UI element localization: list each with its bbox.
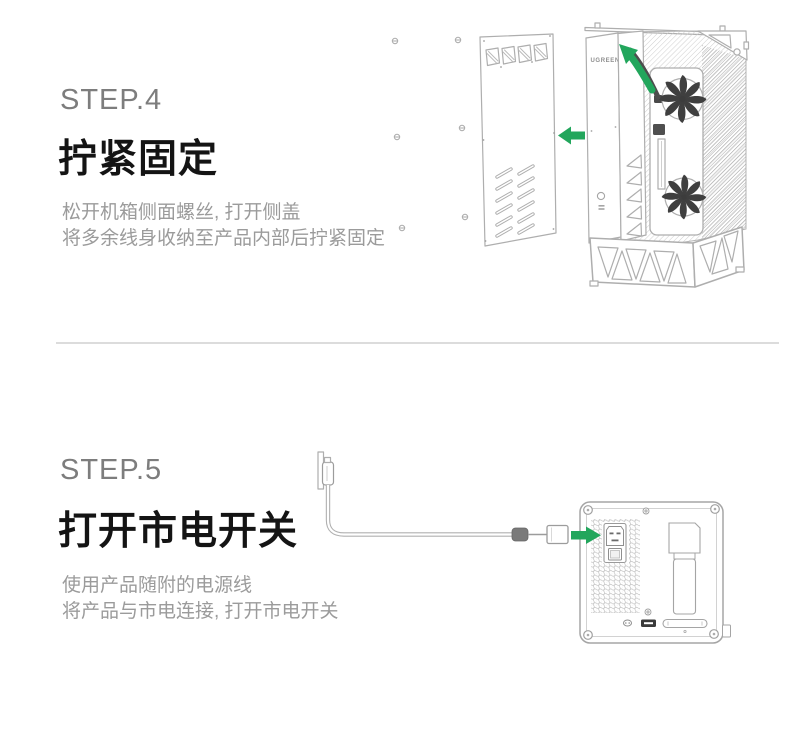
ferrite-bead xyxy=(511,527,529,542)
step-4-title: 拧紧固定 xyxy=(58,138,219,181)
panel-screws xyxy=(642,507,652,616)
power-connection-illustration xyxy=(317,451,731,644)
c7-port xyxy=(623,619,632,627)
side-panel-screw-holes xyxy=(482,35,555,242)
ugreen-logo-text: UGREEN xyxy=(591,58,620,64)
gpu-fan-top xyxy=(658,74,707,124)
tower-corner-bracket xyxy=(697,30,750,61)
side-panel xyxy=(479,33,557,247)
wall-outlet xyxy=(317,451,335,490)
power-cord xyxy=(325,485,569,545)
gpu-fan-bottom xyxy=(661,174,707,220)
side-panel-top-vents xyxy=(485,42,549,67)
step-5-label: STEP.5 xyxy=(60,454,163,486)
green-arrow-up-icon xyxy=(619,44,656,94)
corner-screws xyxy=(583,504,720,640)
step-4-description-line-2: 将多余线身收纳至产品内部后拧紧固定 xyxy=(62,228,386,249)
side-tab xyxy=(722,624,731,638)
section-divider xyxy=(56,342,779,344)
tower-stand xyxy=(589,226,745,288)
step-4-description-line-1: 松开机箱侧面螺丝, 打开侧盖 xyxy=(62,202,301,223)
green-arrow-left-icon xyxy=(558,126,585,145)
tower-heatsink-dark-fins xyxy=(702,45,746,239)
loose-screws-icon xyxy=(391,36,469,232)
side-panel-bottom-vents xyxy=(495,164,535,238)
case-assembly-illustration: UGREEN xyxy=(391,22,750,288)
step-5-title: 打开市电开关 xyxy=(58,510,299,553)
rear-panel xyxy=(579,501,731,644)
tower-front-panel: UGREEN xyxy=(585,32,622,244)
c13-connector xyxy=(546,524,569,545)
step-5-description: 使用产品随附的电源线 将产品与市电连接, 打开市电开关 xyxy=(62,573,339,625)
bottom-ports xyxy=(623,619,656,627)
tower-edge-vents xyxy=(617,30,647,242)
gpu-side-connector xyxy=(653,124,665,135)
step-5-description-line-2: 将产品与市电连接, 打开市电开关 xyxy=(62,601,339,622)
step-4-label: STEP.4 xyxy=(60,84,163,116)
power-button-icon xyxy=(596,191,606,201)
step-4-description: 松开机箱侧面螺丝, 打开侧盖 将多余线身收纳至产品内部后拧紧固定 xyxy=(62,200,385,252)
power-plug xyxy=(321,461,335,486)
pc-tower: UGREEN xyxy=(584,22,750,288)
power-inlet xyxy=(603,522,627,564)
gpu-card xyxy=(649,67,707,236)
expansion-slot-covers xyxy=(662,522,708,633)
green-arrow-right-icon xyxy=(571,526,601,544)
step-5-description-line-1: 使用产品随附的电源线 xyxy=(62,575,253,596)
